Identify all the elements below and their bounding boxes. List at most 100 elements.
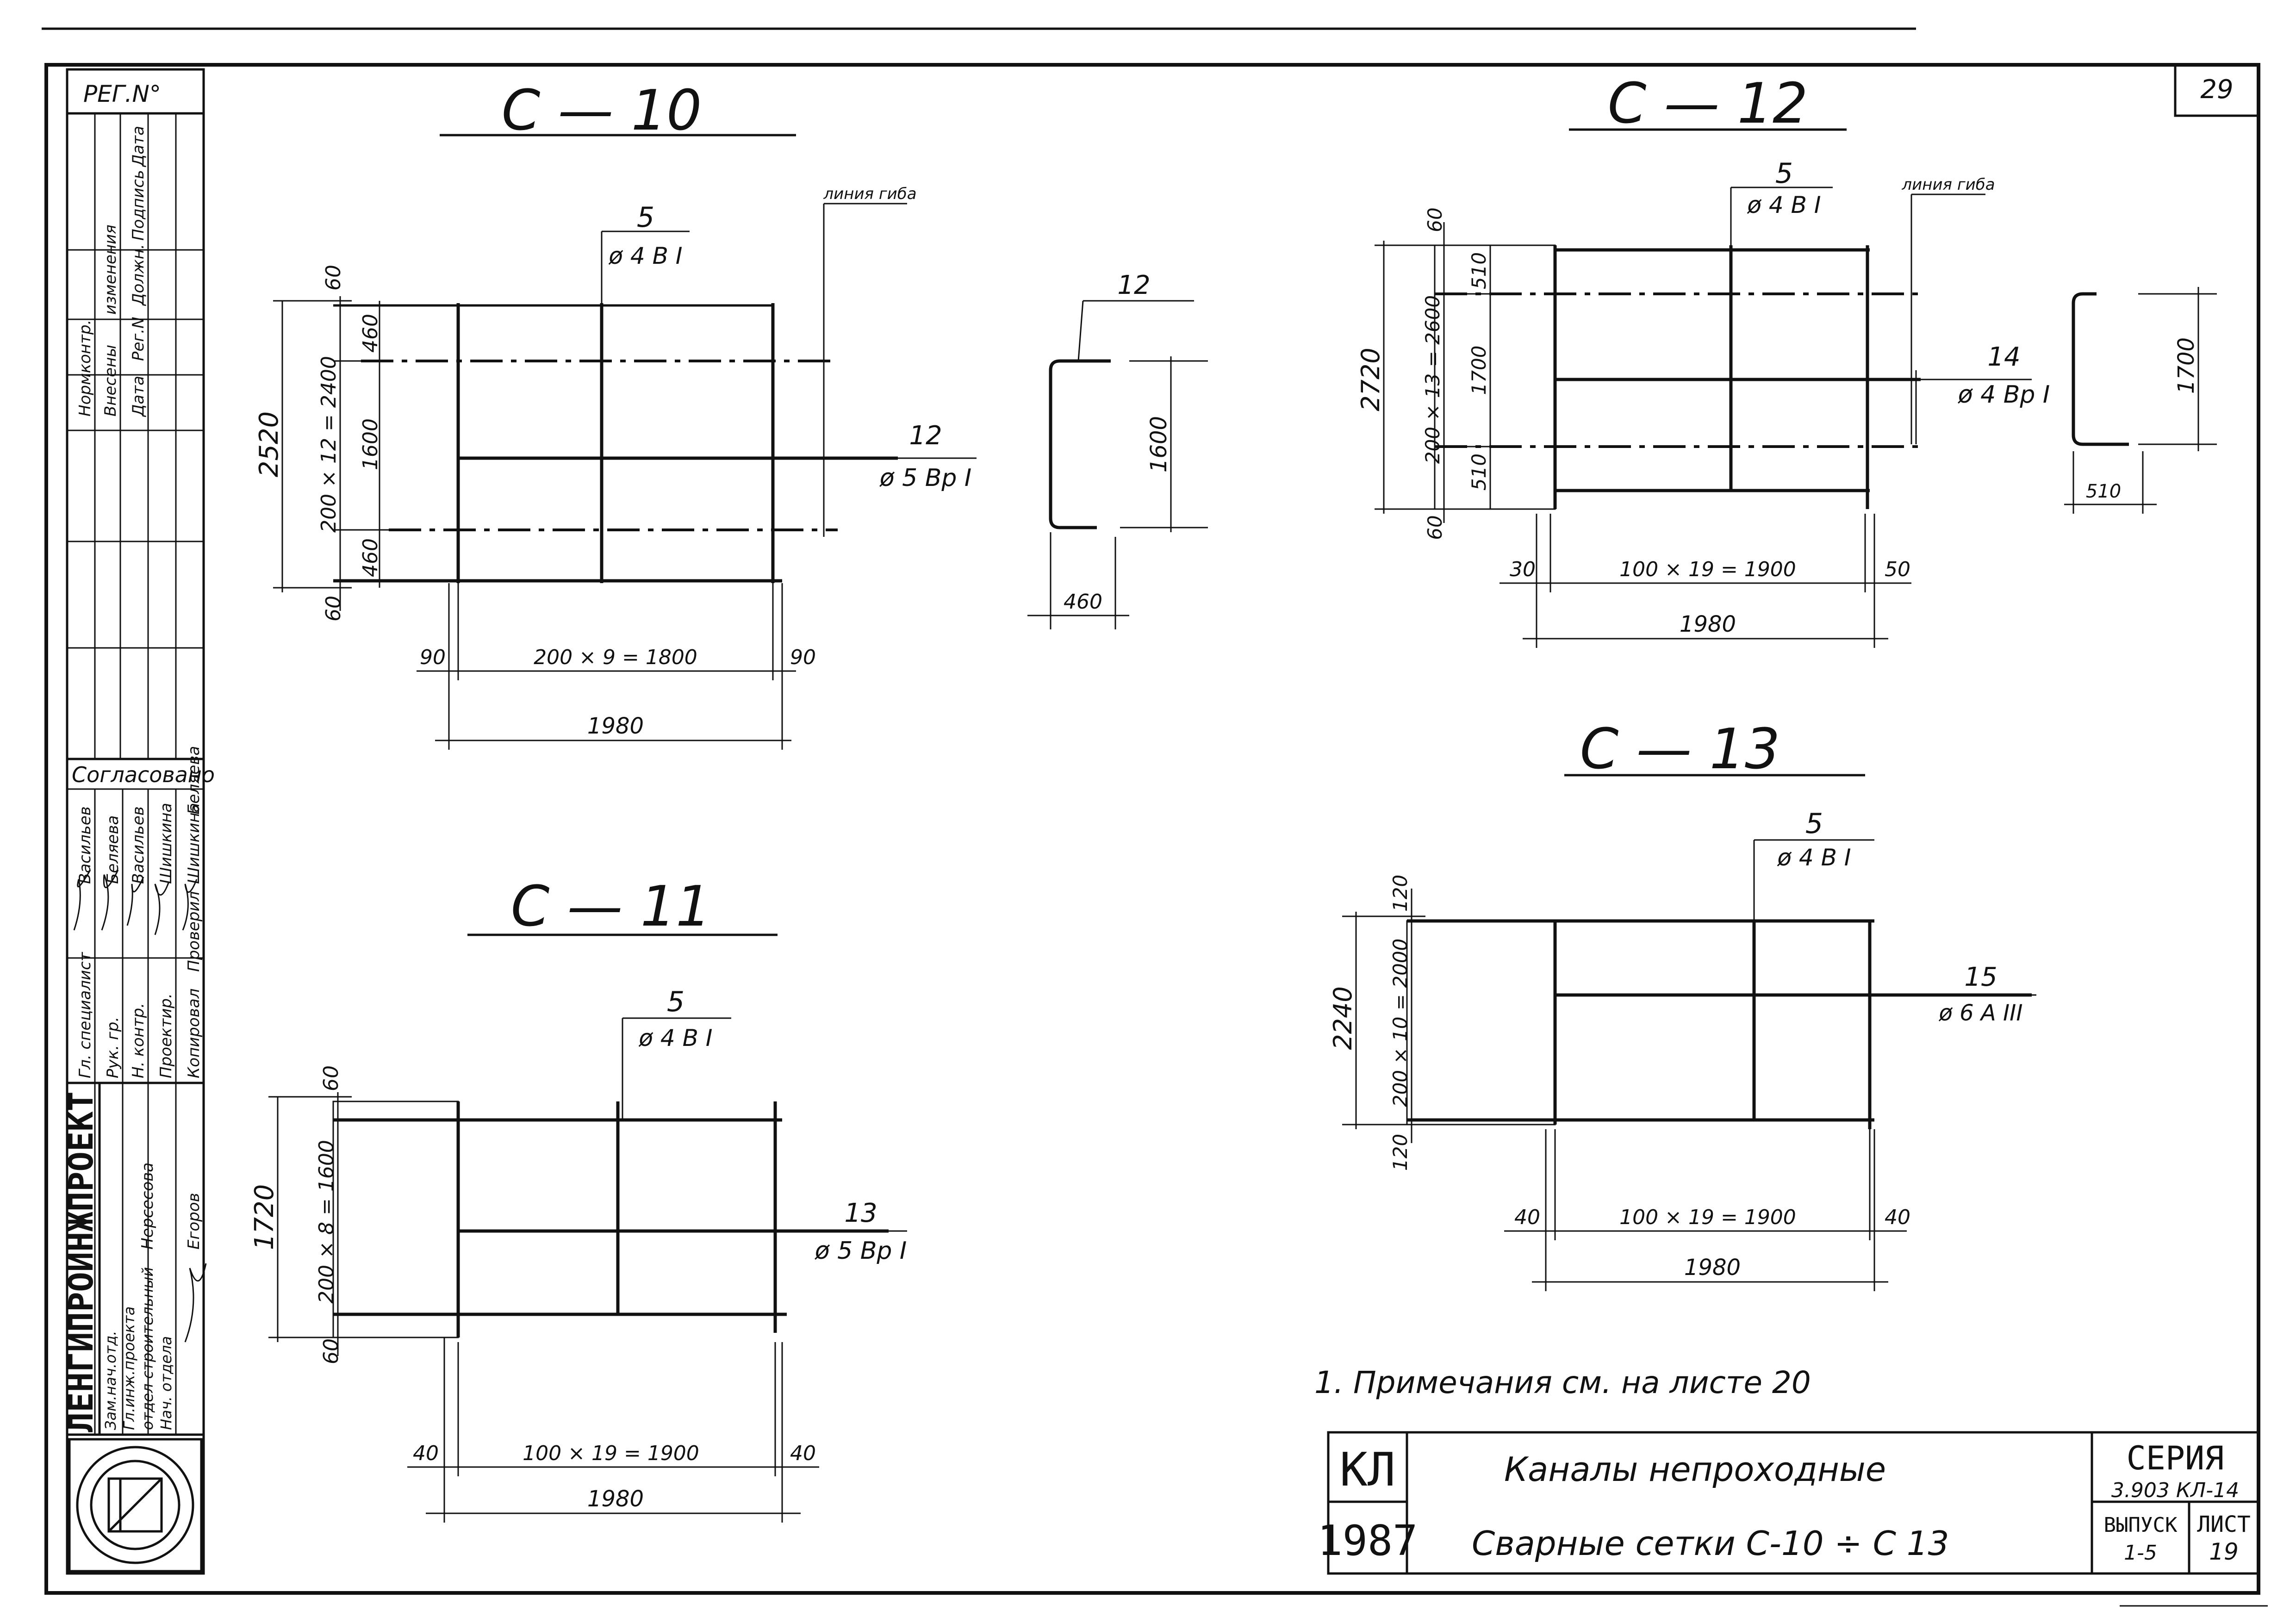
- agreed-name-4: Шишкина: [185, 803, 203, 884]
- c10-callout-right: 12: [909, 421, 942, 451]
- c13-dim-bottom-2: 40: [1885, 1206, 1910, 1229]
- c11-dim-total-h: 1980: [587, 1486, 644, 1512]
- c12-dim-total-h: 1980: [1680, 611, 1736, 637]
- tb-year: 1987: [1318, 1517, 1418, 1565]
- c13-title: С — 13: [1580, 717, 1780, 782]
- c12-dim-bottom-2: 50: [1885, 558, 1910, 581]
- c10-bend-h: 1600: [1146, 416, 1172, 473]
- role-3: Проектир.: [157, 993, 175, 1078]
- c10-dim-bottom-0: 90: [420, 646, 446, 669]
- c10-callout-top: 5: [637, 201, 654, 234]
- c12-dim-left-4: 60: [1424, 515, 1446, 540]
- tb-issue-value: 1-5: [2124, 1541, 2157, 1565]
- role-4: Копировал: [185, 989, 203, 1078]
- c13-callout-right: 15: [1964, 962, 1997, 992]
- c13-dim-total-v: 2240: [1328, 986, 1357, 1050]
- c11-dim-left-1: 60: [319, 1338, 343, 1364]
- c10-callout-top-spec: ø 4 В I: [608, 243, 682, 269]
- tb-code: КЛ: [1340, 1443, 1395, 1497]
- c13-dim-bottom-0: 40: [1514, 1206, 1540, 1229]
- c10-bend-w: 460: [1064, 590, 1102, 614]
- agreed-name-2: Васильев: [129, 806, 148, 884]
- c13-callout-right-spec: ø 6 А III: [1939, 1000, 2023, 1026]
- c12-title: С — 12: [1608, 72, 1808, 136]
- dept-line-0: Зам.нач.отд.: [102, 1331, 119, 1430]
- agreed-label: Согласовано: [72, 762, 215, 787]
- signature-5: [182, 879, 198, 931]
- c11-callout-right: 13: [844, 1198, 877, 1228]
- c11-dim-bottom-1: 100 × 19 = 1900: [523, 1442, 699, 1465]
- c12-dim-bottom-0: 30: [1510, 558, 1536, 581]
- c12-dim-left-2: 1700: [1468, 346, 1490, 395]
- side-col-header-2: изменения: [101, 224, 120, 315]
- c11-dim-bottom-0: 40: [413, 1442, 439, 1465]
- c11-callout-top-spec: ø 4 В I: [638, 1025, 712, 1051]
- c10-title: С — 10: [502, 79, 702, 143]
- side-col-header-5: Должн.: [129, 244, 148, 306]
- c10-dim-bottom-1: 200 × 9 = 1800: [534, 646, 697, 669]
- c12-axis-line-label: линия гиба: [1901, 175, 1995, 194]
- c10-dim-left-3: 460: [359, 538, 382, 577]
- mesh-c11: С — 11 5 ø 4 В I 13 ø 5 Вр I 1720 200 × …: [249, 875, 907, 1523]
- c10-dim-total-h: 1980: [587, 713, 644, 739]
- corner-number: 29: [2200, 75, 2233, 105]
- org-logo: [68, 1438, 203, 1573]
- mesh-c13: С — 13 5 ø 4 В I 15 ø 6 А III 2240 200 ×…: [1328, 717, 2036, 1291]
- c12-bend-h: 1700: [2173, 337, 2199, 394]
- mesh-c12: С — 12 5 ø 4 В I линия гиба 14 ø 4 Вр I …: [1356, 72, 2217, 648]
- dept-line-3: Нач. отдела: [157, 1336, 175, 1430]
- c12-callout-right: 14: [1987, 342, 2020, 372]
- agreed-name-1: Беляева: [104, 815, 122, 884]
- dept-name-0: Нерсесова: [138, 1163, 157, 1250]
- side-col-header-0: Нормконтр.: [76, 320, 94, 417]
- c13-dim-left-0: 120: [1389, 875, 1412, 912]
- c12-dim-bottom-1: 100 × 19 = 1900: [1619, 558, 1796, 581]
- role-0: Гл. специалист: [76, 951, 94, 1078]
- role-2: Н. контр.: [129, 1003, 148, 1078]
- c13-dim-pitch-v: 200 × 10 = 2000: [1389, 939, 1412, 1107]
- c12-bend-w: 510: [2086, 481, 2121, 502]
- c11-dim-bottom-2: 40: [790, 1442, 816, 1465]
- side-col-header-6: Подпись: [129, 170, 148, 241]
- mesh-c10: С — 10 5 ø 4 В I линия гиба 12 ø 5 Вр I …: [254, 79, 1208, 750]
- c13-dim-left-1: 120: [1389, 1134, 1412, 1171]
- c12-dim-pitch-v: 200 × 13 = 2600: [1421, 295, 1444, 464]
- c12-callout-top: 5: [1775, 157, 1793, 190]
- side-stamp: РЕГ.N° Нормконтр. Внесены изменения Дата…: [62, 68, 215, 1575]
- c10-dim-bottom-2: 90: [790, 646, 816, 669]
- dept-line-1: Гл.инж.проекта: [120, 1306, 138, 1430]
- sheet-frame: [44, 63, 2260, 1595]
- c12-callout-right-spec: ø 4 Вр I: [1958, 381, 2050, 409]
- c13-callout-top: 5: [1805, 808, 1823, 840]
- signature-6: [184, 1263, 207, 1343]
- org-name: ЛЕНГИПРОИНЖПРОЕКТ: [62, 1091, 100, 1432]
- tb-title-line2: Сварные сетки С-10 ÷ С 13: [1472, 1524, 1949, 1563]
- signature-4: [154, 881, 170, 935]
- c11-title: С — 11: [511, 875, 711, 939]
- agreed-name-0: Васильев: [76, 806, 94, 884]
- c12-callout-top-spec: ø 4 В I: [1747, 192, 1821, 218]
- role-1: Рук. гр.: [104, 1017, 122, 1078]
- c10-callout-right-spec: ø 5 Вр I: [879, 464, 972, 492]
- c11-dim-left-0: 60: [319, 1065, 343, 1091]
- c12-dim-left-3: 510: [1468, 454, 1490, 491]
- c10-dim-left-1: 460: [359, 314, 382, 353]
- tb-title-line1: Каналы непроходные: [1504, 1450, 1886, 1489]
- c11-dim-total-v: 1720: [249, 1184, 280, 1250]
- c11-callout-right-spec: ø 5 Вр I: [815, 1237, 907, 1265]
- side-col-header-4: Рег.N: [129, 317, 148, 361]
- tb-series-value: 3.903 КЛ-14: [2111, 1479, 2239, 1502]
- c13-dim-bottom-1: 100 × 19 = 1900: [1619, 1206, 1796, 1229]
- signature-2: [101, 870, 119, 931]
- agreed-name-5: Беляева: [185, 746, 203, 815]
- c10-dim-pitch-v: 200 × 12 = 2400: [317, 356, 341, 533]
- dept-name-1: Егоров: [185, 1193, 203, 1250]
- dept-line-2: отдел строительный: [139, 1267, 156, 1430]
- c12-dim-left-1: 510: [1468, 252, 1490, 289]
- c10-axis-line-label: линия гиба: [823, 185, 916, 203]
- side-col-header-1: Внесены: [101, 345, 120, 417]
- c12-dim-total-v: 2720: [1356, 348, 1385, 411]
- agreed-name-3: Шишкина: [157, 803, 175, 884]
- signature-3: [126, 877, 144, 926]
